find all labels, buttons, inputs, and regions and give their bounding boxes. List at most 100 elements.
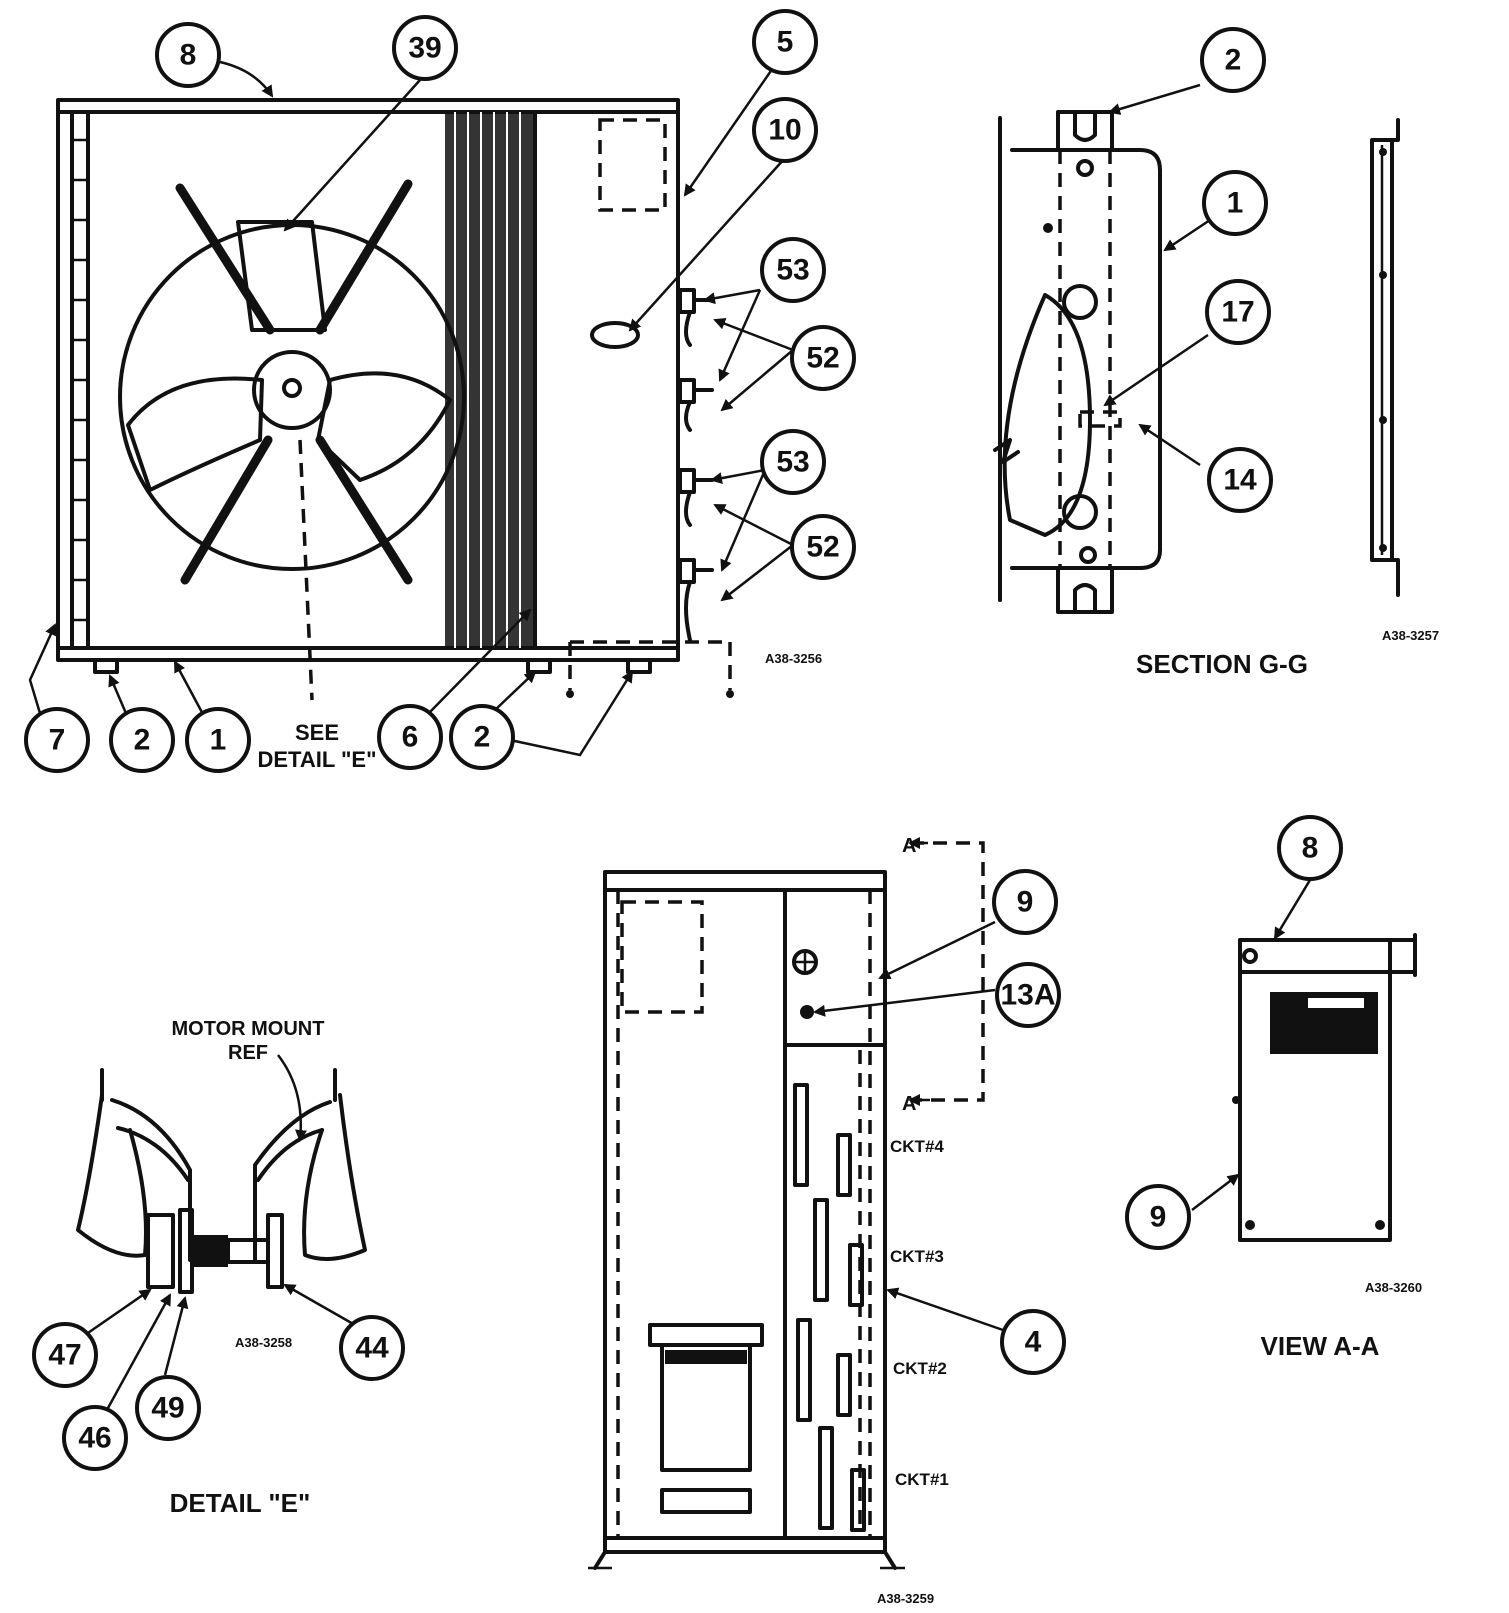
callout-52-lower: 52: [790, 514, 856, 580]
threaded-shaft: [192, 1235, 228, 1267]
svg-text:1: 1: [210, 724, 227, 757]
section-a-label-bottom: A: [902, 1093, 916, 1115]
svg-text:49: 49: [151, 1392, 184, 1425]
section-a-label-top: A: [902, 835, 916, 857]
callout-49: 49: [135, 1375, 201, 1441]
condenser-coil: [445, 112, 535, 648]
svg-text:2: 2: [474, 721, 491, 754]
callout-47: 47: [32, 1322, 98, 1388]
callout-9-view: 9: [1125, 1184, 1191, 1250]
svg-text:39: 39: [408, 32, 441, 65]
callout-13a: 13A: [995, 962, 1061, 1028]
callout-7: 7: [24, 707, 90, 773]
circuit-label-2: CKT#2: [893, 1359, 947, 1378]
callout-9-side: 9: [992, 869, 1058, 935]
blade-left: [76, 1093, 148, 1258]
side-cabinet: [603, 870, 887, 1554]
circuit-label-3: CKT#3: [890, 1247, 944, 1266]
view-aa: [1232, 933, 1417, 1242]
callout-1-section: 1: [1202, 170, 1268, 236]
callout-8-top: 8: [155, 22, 221, 88]
control-box: [1238, 938, 1392, 1242]
callout-10: 10: [752, 97, 818, 163]
svg-text:53: 53: [776, 446, 809, 479]
callout-44: 44: [339, 1315, 405, 1381]
nut: [146, 1213, 175, 1289]
see-detail-label-line1: SEE: [295, 720, 339, 745]
callout-2-section: 2: [1200, 27, 1266, 93]
callout-53-lower: 53: [760, 429, 826, 495]
service-valves: [678, 288, 714, 642]
svg-text:10: 10: [768, 114, 801, 147]
callout-53-upper: 53: [760, 237, 826, 303]
blade-right: [302, 1093, 367, 1261]
cabinet-outline: [56, 98, 680, 662]
section-gg-title: SECTION G-G: [1136, 649, 1308, 679]
callout-4: 4: [1000, 1309, 1066, 1375]
svg-text:1: 1: [1227, 187, 1244, 220]
fan-blade-left: [126, 376, 264, 492]
callout-8-view: 8: [1277, 815, 1343, 881]
logo-badge: [590, 321, 640, 349]
svg-text:46: 46: [78, 1422, 111, 1455]
circuit-label-1: CKT#1: [895, 1470, 949, 1489]
section-a-markers: [908, 837, 985, 1106]
svg-text:2: 2: [134, 724, 151, 757]
svg-text:4: 4: [1025, 1326, 1042, 1359]
svg-text:14: 14: [1223, 464, 1257, 497]
ref-side-view: A38-3259: [877, 1591, 934, 1606]
detail-e: [76, 1068, 367, 1294]
svg-text:8: 8: [180, 39, 197, 72]
svg-text:52: 52: [806, 531, 839, 564]
svg-text:7: 7: [49, 724, 66, 757]
callout-2-bottom: 2: [449, 704, 515, 770]
see-detail-label-line2: DETAIL "E": [257, 747, 376, 772]
side-view-leaders: [813, 920, 1004, 1332]
svg-text:5: 5: [777, 26, 794, 59]
fan-hub: [252, 350, 332, 430]
svg-text:9: 9: [1150, 1201, 1167, 1234]
detail-e-title: DETAIL "E": [170, 1488, 311, 1518]
ref-detail-e: A38-3258: [235, 1335, 292, 1350]
section-gg-leaders: [1103, 83, 1211, 467]
left-coil-fins: [72, 138, 88, 622]
motor-mount-label-line1: MOTOR MOUNT: [172, 1018, 325, 1040]
svg-text:9: 9: [1017, 886, 1034, 919]
callout-14: 14: [1207, 447, 1273, 513]
callout-46: 46: [62, 1405, 128, 1471]
ref-front-view: A38-3256: [765, 651, 822, 666]
svg-text:53: 53: [776, 254, 809, 287]
callout-6: 6: [377, 704, 443, 770]
circuit-valves: [793, 1083, 866, 1532]
svg-text:13A: 13A: [1000, 979, 1055, 1012]
bracket-plate: [1010, 148, 1162, 570]
front-view-leaders: [28, 60, 794, 757]
detail-e-leader: [298, 439, 314, 701]
callout-39: 39: [392, 15, 458, 81]
callout-17: 17: [1205, 279, 1271, 345]
ref-view-aa: A38-3260: [1365, 1280, 1422, 1295]
washer-right: [266, 1213, 284, 1289]
fan-blade-top: [236, 220, 327, 332]
svg-text:2: 2: [1225, 44, 1242, 77]
ref-section-bracket: A38-3257: [1382, 628, 1439, 643]
svg-text:17: 17: [1221, 296, 1254, 329]
section-gg: [993, 110, 1162, 614]
motor-mount-label-line2: REF: [228, 1042, 268, 1064]
callout-1-bottom: 1: [185, 707, 251, 773]
fan-blade-right: [316, 371, 452, 482]
callout-5: 5: [752, 9, 818, 75]
fan-assembly: [118, 179, 466, 585]
motor-body: [1002, 293, 1092, 537]
svg-text:47: 47: [48, 1339, 81, 1372]
callout-52-upper: 52: [790, 325, 856, 391]
detail-e-leaders: [84, 1054, 356, 1409]
service-panel: [648, 1323, 764, 1514]
callout-2-left: 2: [109, 707, 175, 773]
mounting-strip: [1370, 118, 1400, 597]
svg-text:8: 8: [1302, 832, 1319, 865]
side-view: [588, 870, 905, 1570]
view-aa-title: VIEW A-A: [1261, 1331, 1380, 1361]
svg-text:6: 6: [402, 721, 419, 754]
